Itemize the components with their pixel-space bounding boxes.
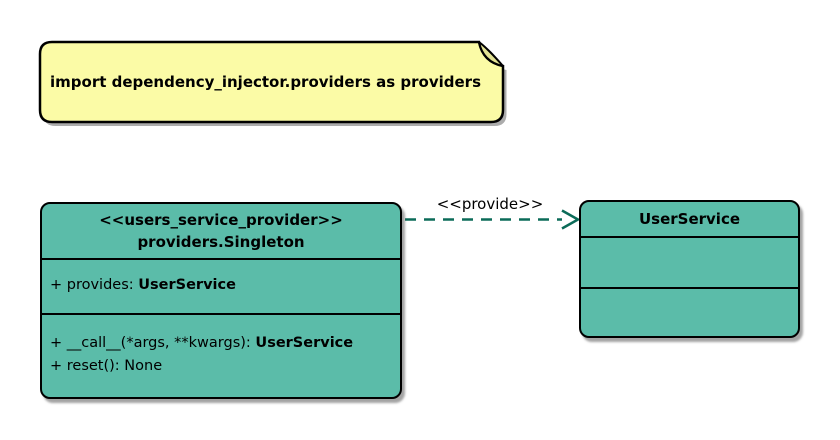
provide-arrow-label: <<provide>> <box>436 195 544 213</box>
class-box-providers-singleton: <<users_service_provider>> providers.Sin… <box>40 202 402 399</box>
method-reset: + reset(): None <box>50 355 392 378</box>
import-note: import dependency_injector.providers as … <box>50 73 482 91</box>
class-attributes-compartment-empty <box>581 236 798 287</box>
class-name: UserService <box>638 210 741 228</box>
attribute-text: + provides: <box>50 277 139 293</box>
attribute-provides: + provides: UserService <box>50 275 392 295</box>
class-attributes-compartment: + provides: UserService <box>42 258 400 313</box>
class-box-userservice: UserService <box>579 200 800 338</box>
method-call: + __call__(*args, **kwargs): UserService <box>50 332 392 355</box>
method-text: + __call__(*args, **kwargs): <box>50 335 256 351</box>
attribute-return-type: UserService <box>138 277 236 293</box>
method-return-type: UserService <box>255 335 354 351</box>
class-stereotype: <<users_service_provider>> <box>99 211 343 229</box>
provide-arrowhead-icon <box>561 209 581 230</box>
class-header-userservice: UserService <box>581 202 798 236</box>
class-name: providers.Singleton <box>137 233 305 251</box>
method-text: + reset(): None <box>50 358 163 374</box>
class-methods-compartment-empty <box>581 287 798 336</box>
class-methods-compartment: + __call__(*args, **kwargs): UserService… <box>42 313 400 397</box>
class-header-providers-singleton: <<users_service_provider>> providers.Sin… <box>42 204 400 258</box>
